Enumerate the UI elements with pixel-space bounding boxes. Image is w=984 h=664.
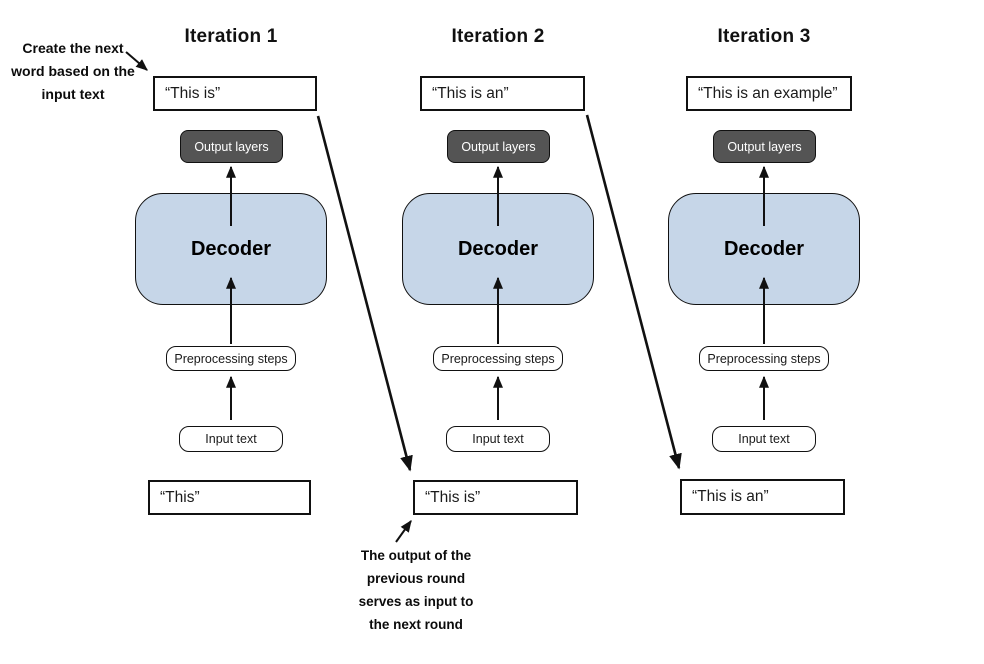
input-text-box-1: Input text (179, 426, 283, 452)
iteration-3-title: Iteration 3 (717, 26, 811, 47)
input-text-box-3: Input text (712, 426, 816, 452)
decoder-box-1: Decoder (135, 193, 327, 305)
input-sequence-box-1: “This” (148, 480, 311, 515)
iteration-2-title: Iteration 2 (451, 26, 545, 47)
arrow-annotation-output-feedback (395, 520, 412, 543)
preprocessing-box-2: Preprocessing steps (433, 346, 563, 371)
annotation-output-feedback: The output of the previous round serves … (341, 544, 491, 636)
decoder-box-3: Decoder (668, 193, 860, 305)
annotation-line: The output of the (360, 548, 472, 563)
arrow-output1-to-input2 (316, 115, 413, 472)
annotation-line: previous round (366, 571, 466, 586)
generated-text-box-2: “This is an” (420, 76, 585, 111)
generated-text-box-3: “This is an example” (686, 76, 852, 111)
output-layers-box-3: Output layers (713, 130, 816, 163)
annotation-line: the next round (369, 617, 463, 632)
annotation-line: word based on the (11, 63, 135, 79)
input-sequence-box-3: “This is an” (680, 479, 845, 515)
output-layers-box-1: Output layers (180, 130, 283, 163)
decoder-box-2: Decoder (402, 193, 594, 305)
iteration-1-title: Iteration 1 (184, 26, 278, 47)
annotation-create-next-word: Create the next word based on the input … (6, 37, 140, 106)
input-text-box-2: Input text (446, 426, 550, 452)
arrow-output2-to-input3 (585, 114, 682, 470)
input-sequence-box-2: “This is” (413, 480, 578, 515)
preprocessing-box-1: Preprocessing steps (166, 346, 296, 371)
output-layers-box-2: Output layers (447, 130, 550, 163)
preprocessing-box-3: Preprocessing steps (699, 346, 829, 371)
annotation-line: input text (41, 86, 105, 102)
annotation-line: serves as input to (358, 594, 474, 609)
generated-text-box-1: “This is” (153, 76, 317, 111)
annotation-line: Create the next (22, 40, 124, 56)
